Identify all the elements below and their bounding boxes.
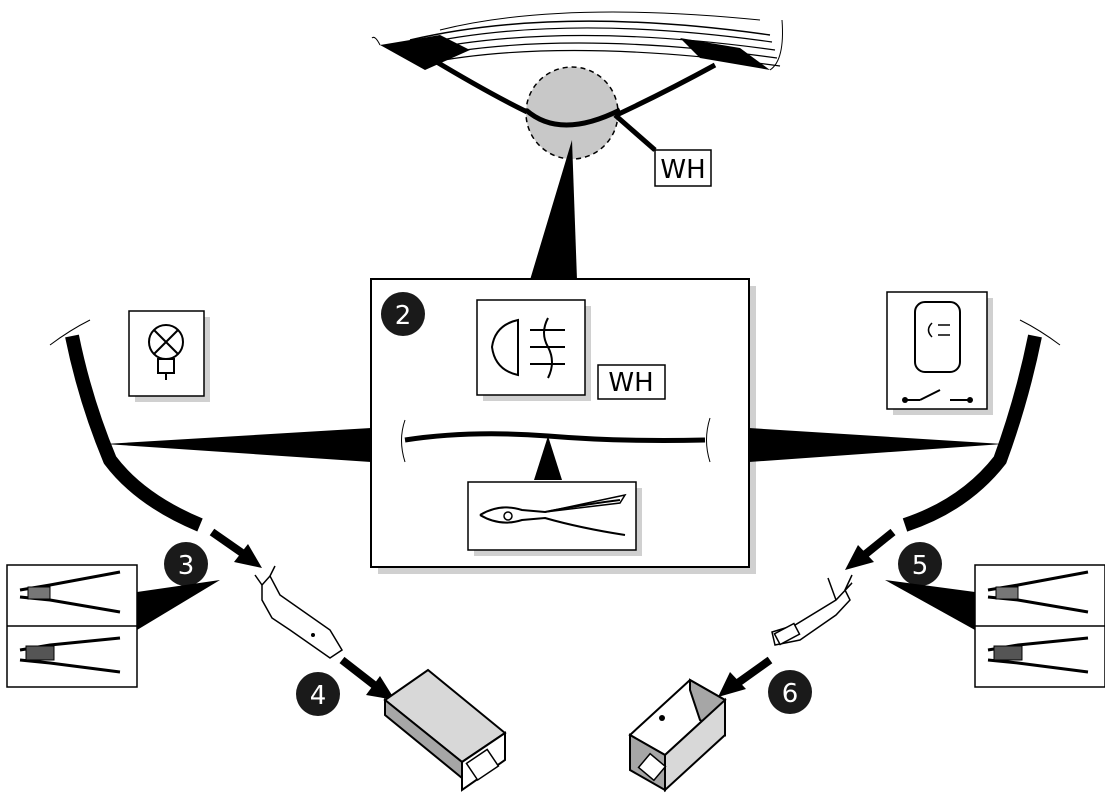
callout-wedge-left <box>105 428 371 462</box>
step-badge-2: 2 <box>381 292 425 336</box>
male-terminal-icon <box>254 565 344 659</box>
female-terminal-icon <box>771 574 853 646</box>
step-badge-3: 3 <box>164 542 208 586</box>
arrow-icon <box>718 656 773 697</box>
svg-text:4: 4 <box>310 681 327 711</box>
bulb-symbol-icon <box>128 310 210 402</box>
connector-housing-icon <box>383 668 507 792</box>
svg-text:5: 5 <box>912 551 929 581</box>
wire-color-text-panel: WH <box>608 368 653 398</box>
connector-housing-icon <box>628 678 727 793</box>
wire-stripper-icon <box>19 570 121 614</box>
svg-text:2: 2 <box>395 301 412 331</box>
wire-color-label-top <box>654 149 712 187</box>
svg-text:3: 3 <box>178 551 195 581</box>
callout-wedge-right <box>749 428 1003 462</box>
crimping-pliers-icon <box>19 636 121 674</box>
side-cutter-pliers-icon <box>467 481 642 556</box>
fog-light-symbol-icon <box>476 299 591 401</box>
crimping-pliers-icon <box>987 636 1089 674</box>
step-badge-5: 5 <box>898 542 942 586</box>
arrow-icon <box>845 528 896 570</box>
svg-text:6: 6 <box>782 679 799 709</box>
wire-color-label-panel <box>597 364 666 400</box>
left-harness-wire <box>49 319 203 532</box>
step-badge-6: 6 <box>768 670 812 714</box>
wiring-harness-icon <box>371 11 783 129</box>
cut-pointer <box>534 436 562 480</box>
arrow-icon <box>339 656 395 700</box>
arrow-icon <box>209 528 262 568</box>
wire-stripper-icon <box>987 570 1089 614</box>
right-harness-wire <box>902 319 1061 532</box>
step-badge-4: 4 <box>296 672 340 716</box>
wire-color-text-top: WH <box>660 155 705 185</box>
magnifier-circle-icon <box>524 66 622 160</box>
fog-light-switch-icon <box>886 291 993 415</box>
callout-wedge-top <box>530 140 577 280</box>
panel-wire <box>401 417 711 463</box>
